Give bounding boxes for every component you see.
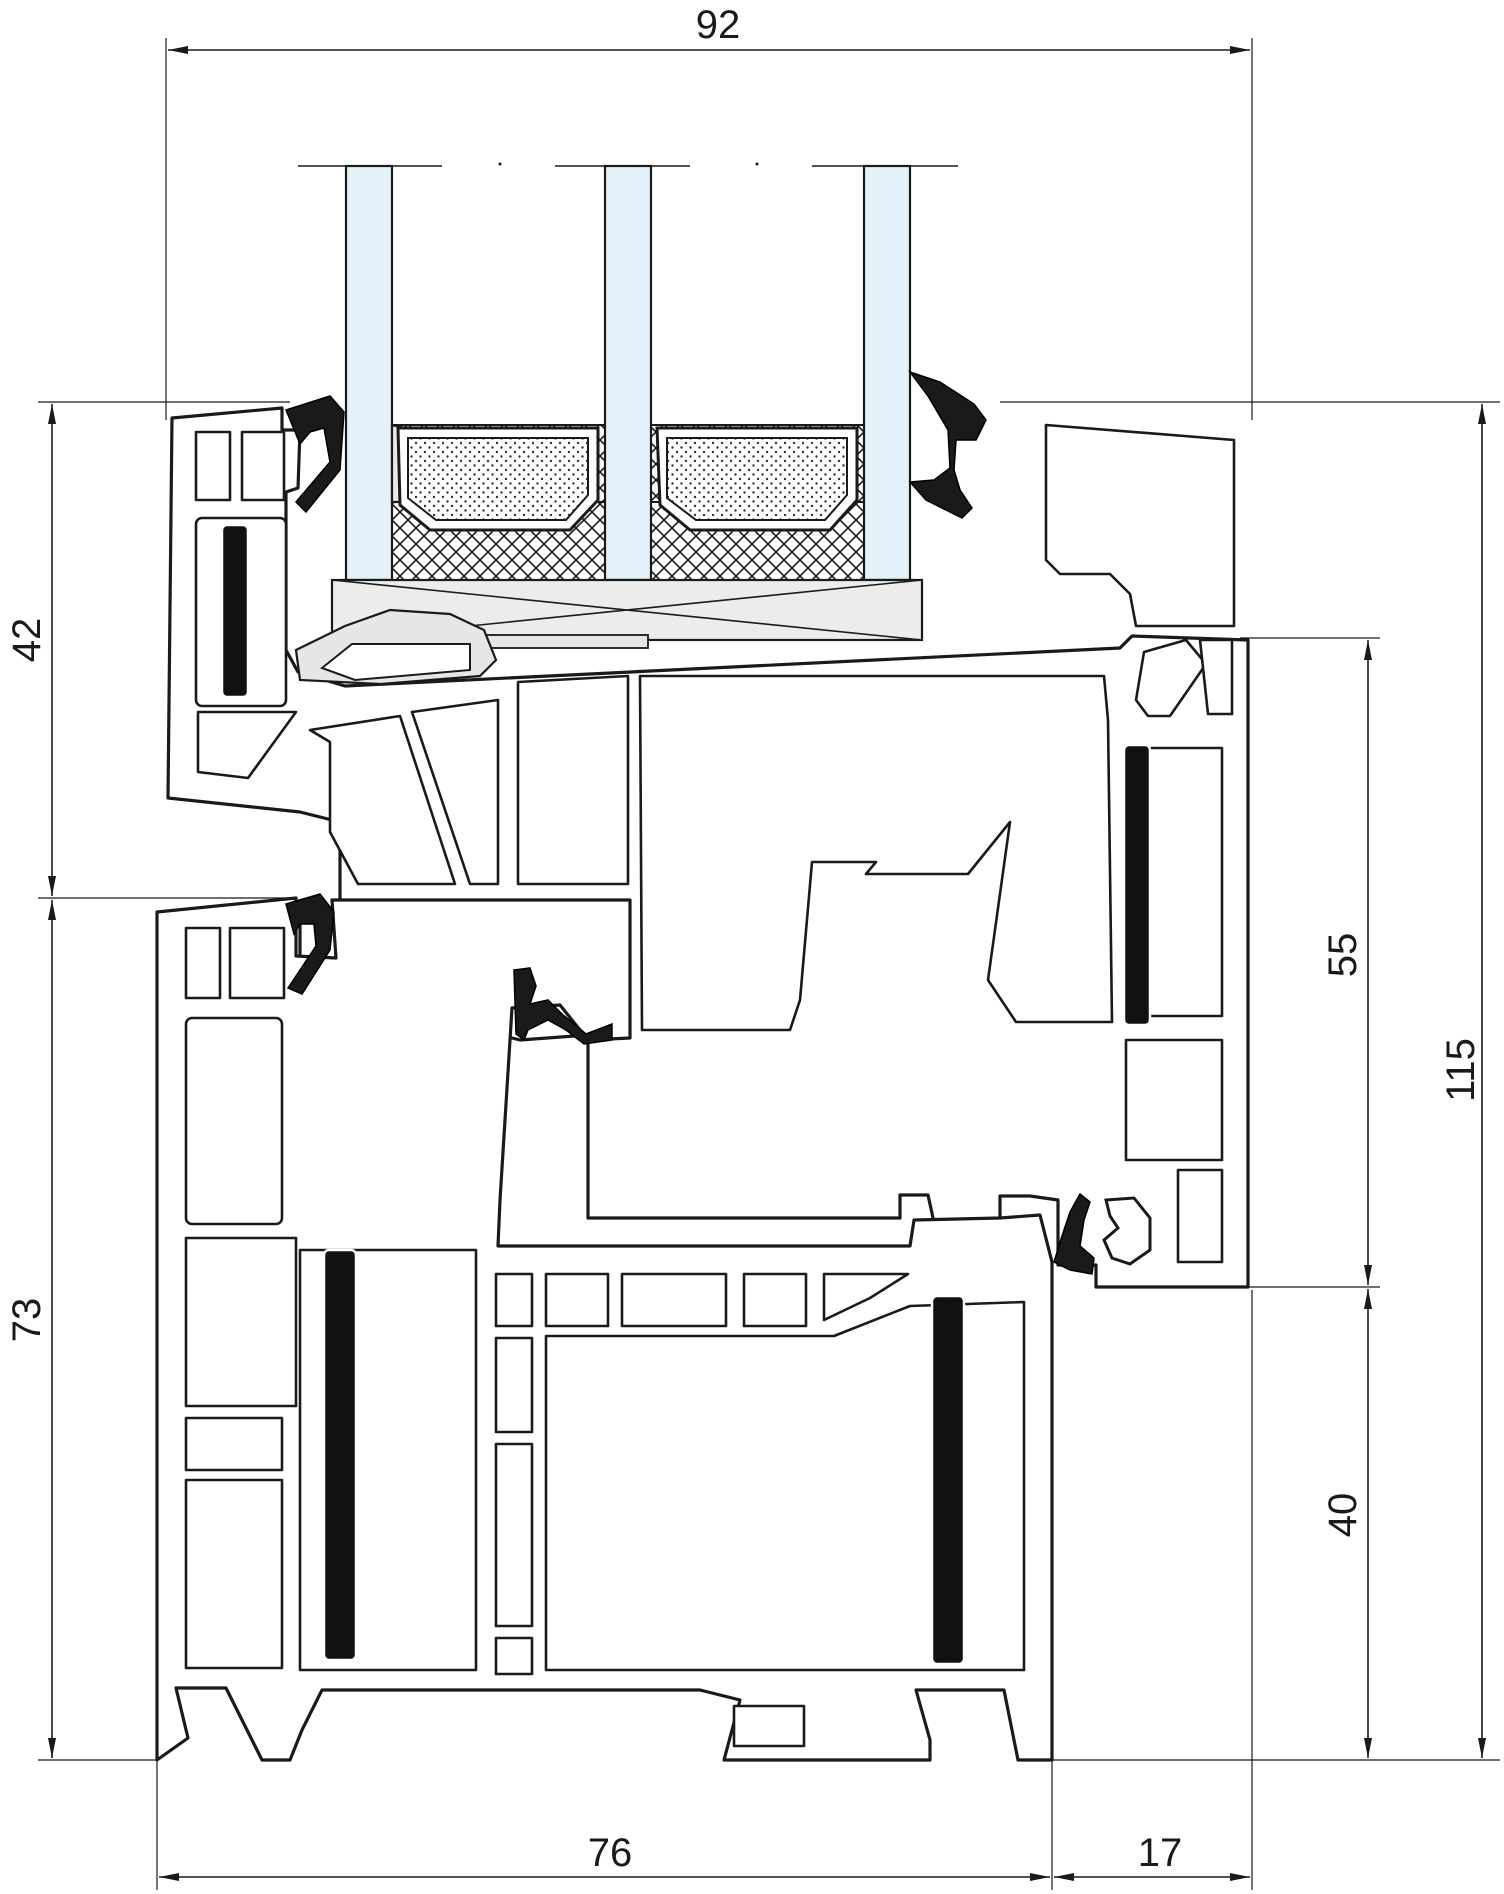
gasket-outer-glazing — [284, 395, 345, 514]
spacer-bar-left — [390, 423, 606, 581]
steel-reinforcement-sash-left — [220, 523, 250, 699]
glass-pane-middle — [603, 164, 653, 582]
spacer-bar-right — [650, 424, 865, 581]
dimension-sash-height-left: 42 — [5, 618, 49, 663]
dimension-frame-width: 76 — [588, 1831, 633, 1875]
glazing-unit — [298, 162, 958, 649]
steel-reinforcement-frame-left — [322, 1248, 358, 1662]
glass-pane-outer — [344, 164, 394, 582]
gasket-sash-frame-inner — [1053, 1192, 1095, 1275]
dimension-lines — [38, 38, 1500, 1890]
frame-profile — [155, 896, 1054, 1762]
dimension-overall-width: 92 — [696, 3, 741, 47]
dimension-frame-height-left: 73 — [5, 1298, 49, 1343]
glass-pane-inner — [862, 164, 912, 582]
steel-reinforcement-sash-right — [1122, 743, 1152, 1027]
glazing-bead — [294, 608, 498, 686]
steel-reinforcement-frame-right — [930, 1294, 966, 1666]
gasket-center-seal — [513, 967, 613, 1045]
gasket-sash-frame-outer — [285, 893, 335, 995]
dimension-frame-height-lower: 40 — [1321, 1493, 1365, 1538]
dimension-overall-height: 115 — [1439, 1038, 1483, 1102]
gaskets — [284, 370, 1152, 1275]
dimension-sash-height: 55 — [1321, 933, 1365, 978]
dimension-overlap: 17 — [1138, 1831, 1183, 1875]
sash-profile — [166, 406, 1250, 1289]
gasket-inner-glazing — [907, 370, 987, 519]
